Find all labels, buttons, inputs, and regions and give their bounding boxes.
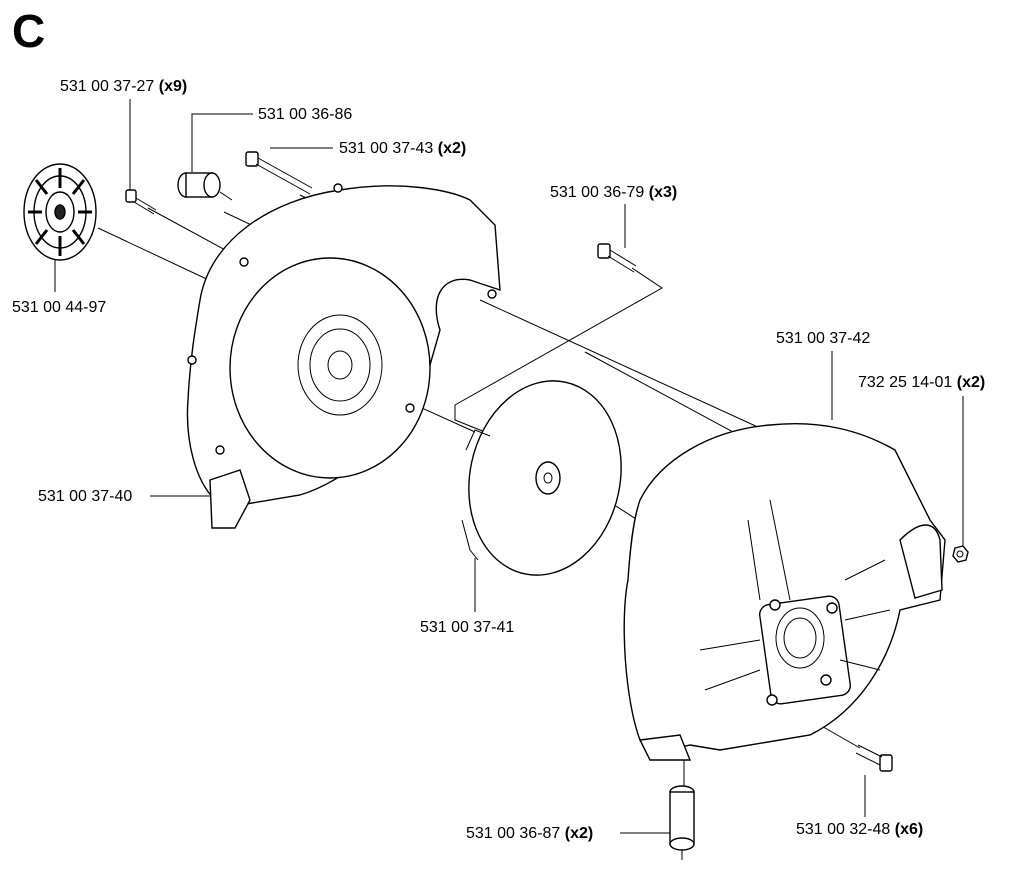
screw-part	[855, 744, 893, 772]
screw-part	[125, 189, 157, 215]
part-number: 531 00 37-42	[776, 330, 871, 347]
part-number: 531 00 32-48	[796, 821, 891, 838]
part-callout: 531 00 44-97	[12, 299, 106, 317]
part-number: 732 25 14-01	[858, 374, 953, 391]
part-callout: 531 00 36-87 (x2)	[466, 825, 593, 843]
part-quantity: (x2)	[564, 825, 594, 842]
section-letter: C	[12, 5, 46, 57]
part-quantity: (x2)	[437, 140, 467, 157]
nut-part	[952, 545, 969, 563]
long-screw-part	[245, 151, 313, 195]
part-callout: 732 25 14-01 (x2)	[858, 374, 985, 392]
part-quantity: (x2)	[956, 374, 986, 391]
part-callout: 531 00 32-48 (x6)	[796, 821, 923, 839]
part-number: 531 00 37-43	[339, 140, 434, 157]
part-quantity: (x6)	[894, 821, 924, 838]
part-callout: 531 00 37-40	[38, 488, 132, 506]
rubber-damper-part	[669, 785, 695, 860]
part-callout: 531 00 37-43 (x2)	[339, 140, 466, 158]
part-callout: 531 00 36-86	[258, 106, 352, 124]
part-callout: 531 00 37-27 (x9)	[60, 78, 187, 96]
part-callout: 531 00 37-42	[776, 330, 870, 348]
grille-cover-part	[23, 163, 97, 261]
part-number: 531 00 37-40	[38, 488, 133, 505]
part-number: 531 00 44-97	[12, 299, 107, 316]
part-number: 531 00 37-27	[60, 78, 155, 95]
part-number: 531 00 36-87	[466, 825, 561, 842]
part-quantity: (x3)	[648, 184, 678, 201]
fan-housing-front-part	[186, 183, 501, 529]
part-number: 531 00 36-79	[550, 184, 645, 201]
part-callout: 531 00 37-41	[420, 619, 514, 637]
part-callout: 531 00 36-79 (x3)	[550, 184, 677, 202]
fan-housing-rear-part	[623, 423, 946, 761]
rubber-damper-part	[177, 172, 233, 201]
part-number: 531 00 37-41	[420, 619, 515, 636]
part-number: 531 00 36-86	[258, 106, 353, 123]
screw-part	[597, 243, 637, 273]
part-quantity: (x9)	[158, 78, 188, 95]
fan-impeller-part	[461, 380, 622, 576]
